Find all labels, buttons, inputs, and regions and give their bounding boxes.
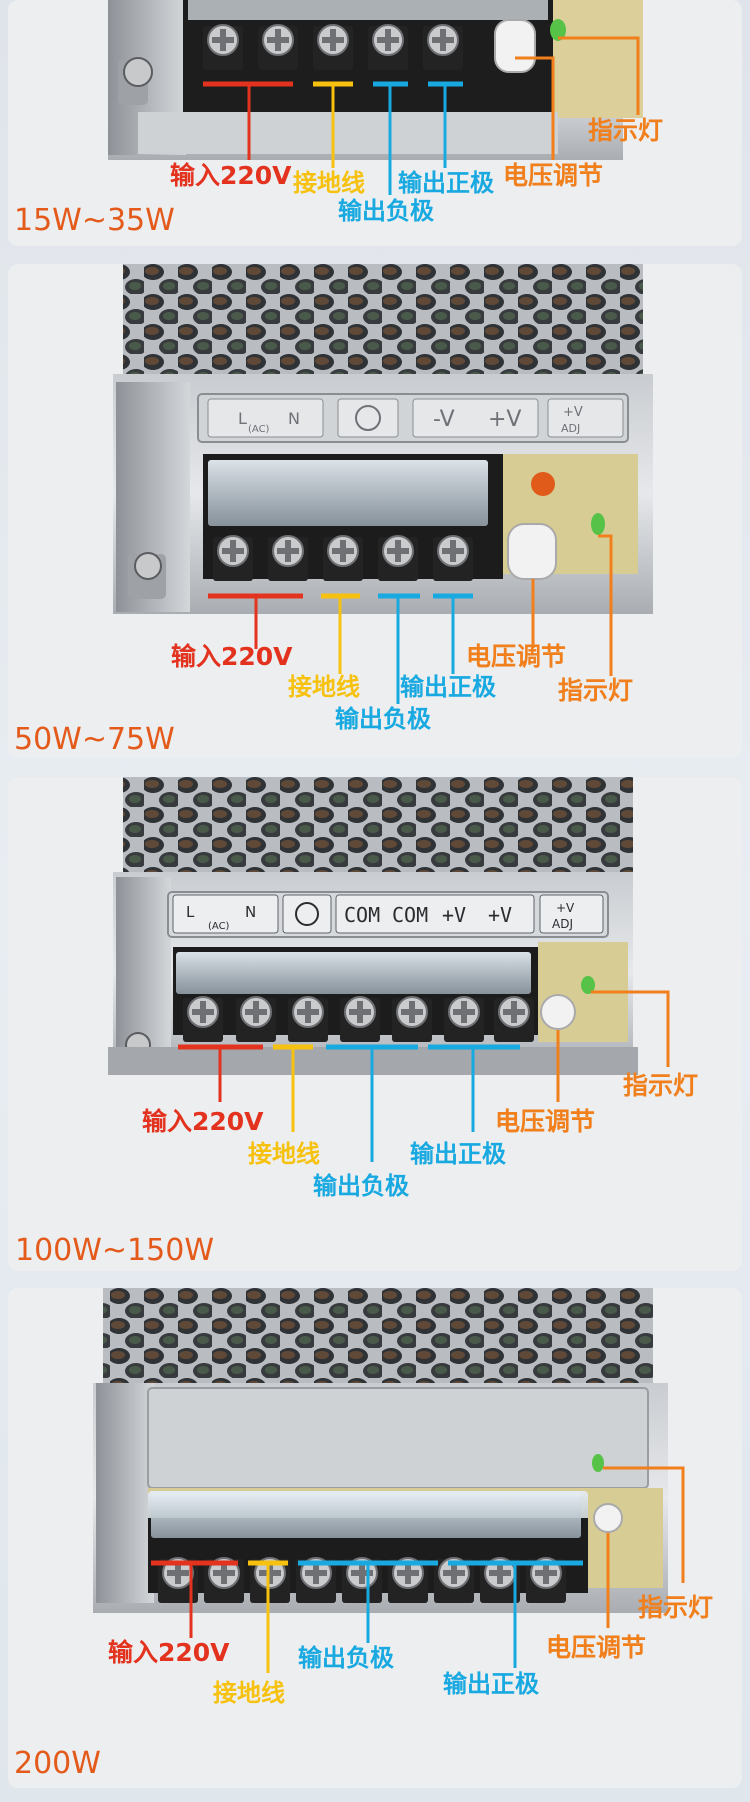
terminal-mark-adj-v: +V bbox=[556, 901, 575, 915]
label-input-220v: 输入220V bbox=[171, 642, 293, 671]
terminal-mark-l: L bbox=[186, 903, 195, 921]
terminal-mark-n: N bbox=[288, 409, 300, 428]
terminal-mark-ac: (AC) bbox=[208, 921, 230, 932]
label-indicator-light: 指示灯 bbox=[623, 1071, 699, 1100]
power-supply-photo bbox=[93, 1288, 685, 1673]
terminal-mark-plus-v-1: +V bbox=[442, 903, 466, 927]
label-ground: 接地线 bbox=[293, 169, 365, 197]
panel-200w: 输入220V 接地线 输出负极 输出正极 电压调节 指示灯 200W bbox=[8, 1288, 742, 1788]
model-label: 15W~35W bbox=[14, 203, 175, 238]
terminal-mark-adj: ADJ bbox=[552, 917, 573, 931]
label-output-positive: 输出正极 bbox=[410, 1140, 506, 1168]
label-input-220v: 输入220V bbox=[170, 161, 292, 190]
terminal-mark-plus-v: +V bbox=[488, 407, 521, 432]
terminal-mark-adj: ADJ bbox=[561, 422, 580, 435]
label-voltage-adjust: 电压调节 bbox=[546, 1633, 647, 1662]
terminal-mark-l: L bbox=[238, 409, 247, 428]
power-supply-photo: L (AC) N -V +V +V ADJ bbox=[113, 264, 653, 704]
terminal-mark-com-1: COM bbox=[344, 903, 380, 927]
label-ground: 接地线 bbox=[288, 673, 360, 701]
terminal-mark-n: N bbox=[245, 903, 256, 921]
label-output-negative: 输出负极 bbox=[335, 705, 431, 733]
label-voltage-adjust: 电压调节 bbox=[503, 161, 604, 190]
power-supply-photo: L (AC) N COM COM +V +V +V ADJ bbox=[108, 777, 670, 1162]
power-supply-photo bbox=[108, 0, 643, 195]
label-indicator-light: 指示灯 bbox=[558, 676, 634, 705]
panel-15w-35w: 输入220V 接地线 输出负极 输出正极 电压调节 指示灯 15W~35W bbox=[8, 0, 742, 246]
label-output-positive: 输出正极 bbox=[443, 1670, 539, 1698]
model-label: 50W~75W bbox=[14, 722, 175, 757]
label-input-220v: 输入220V bbox=[142, 1107, 264, 1136]
label-output-negative: 输出负极 bbox=[313, 1172, 409, 1200]
label-output-positive: 输出正极 bbox=[398, 169, 494, 197]
panel-50w-75w: L (AC) N -V +V +V ADJ 输入220V 接地线 输出负极 输出… bbox=[8, 264, 742, 758]
model-label: 200W bbox=[14, 1746, 101, 1781]
terminal-mark-com-2: COM bbox=[392, 903, 428, 927]
terminal-mark-minus-v: -V bbox=[433, 407, 455, 432]
label-voltage-adjust: 电压调节 bbox=[466, 642, 567, 671]
terminal-mark-adj-v: +V bbox=[563, 405, 583, 420]
terminal-mark-ac: (AC) bbox=[248, 424, 270, 435]
label-input-220v: 输入220V bbox=[108, 1638, 230, 1667]
label-output-negative: 输出负极 bbox=[338, 197, 434, 225]
label-output-positive: 输出正极 bbox=[400, 673, 496, 701]
terminal-mark-plus-v-2: +V bbox=[488, 903, 512, 927]
label-indicator-light: 指示灯 bbox=[638, 1593, 714, 1622]
label-voltage-adjust: 电压调节 bbox=[495, 1107, 596, 1136]
panel-100w-150w: L (AC) N COM COM +V +V +V ADJ 输入220V 接地线 bbox=[8, 777, 742, 1271]
label-ground: 接地线 bbox=[248, 1140, 320, 1168]
label-output-negative: 输出负极 bbox=[298, 1644, 394, 1672]
model-label: 100W~150W bbox=[15, 1233, 214, 1268]
label-indicator-light: 指示灯 bbox=[588, 116, 664, 145]
label-ground: 接地线 bbox=[213, 1679, 285, 1707]
